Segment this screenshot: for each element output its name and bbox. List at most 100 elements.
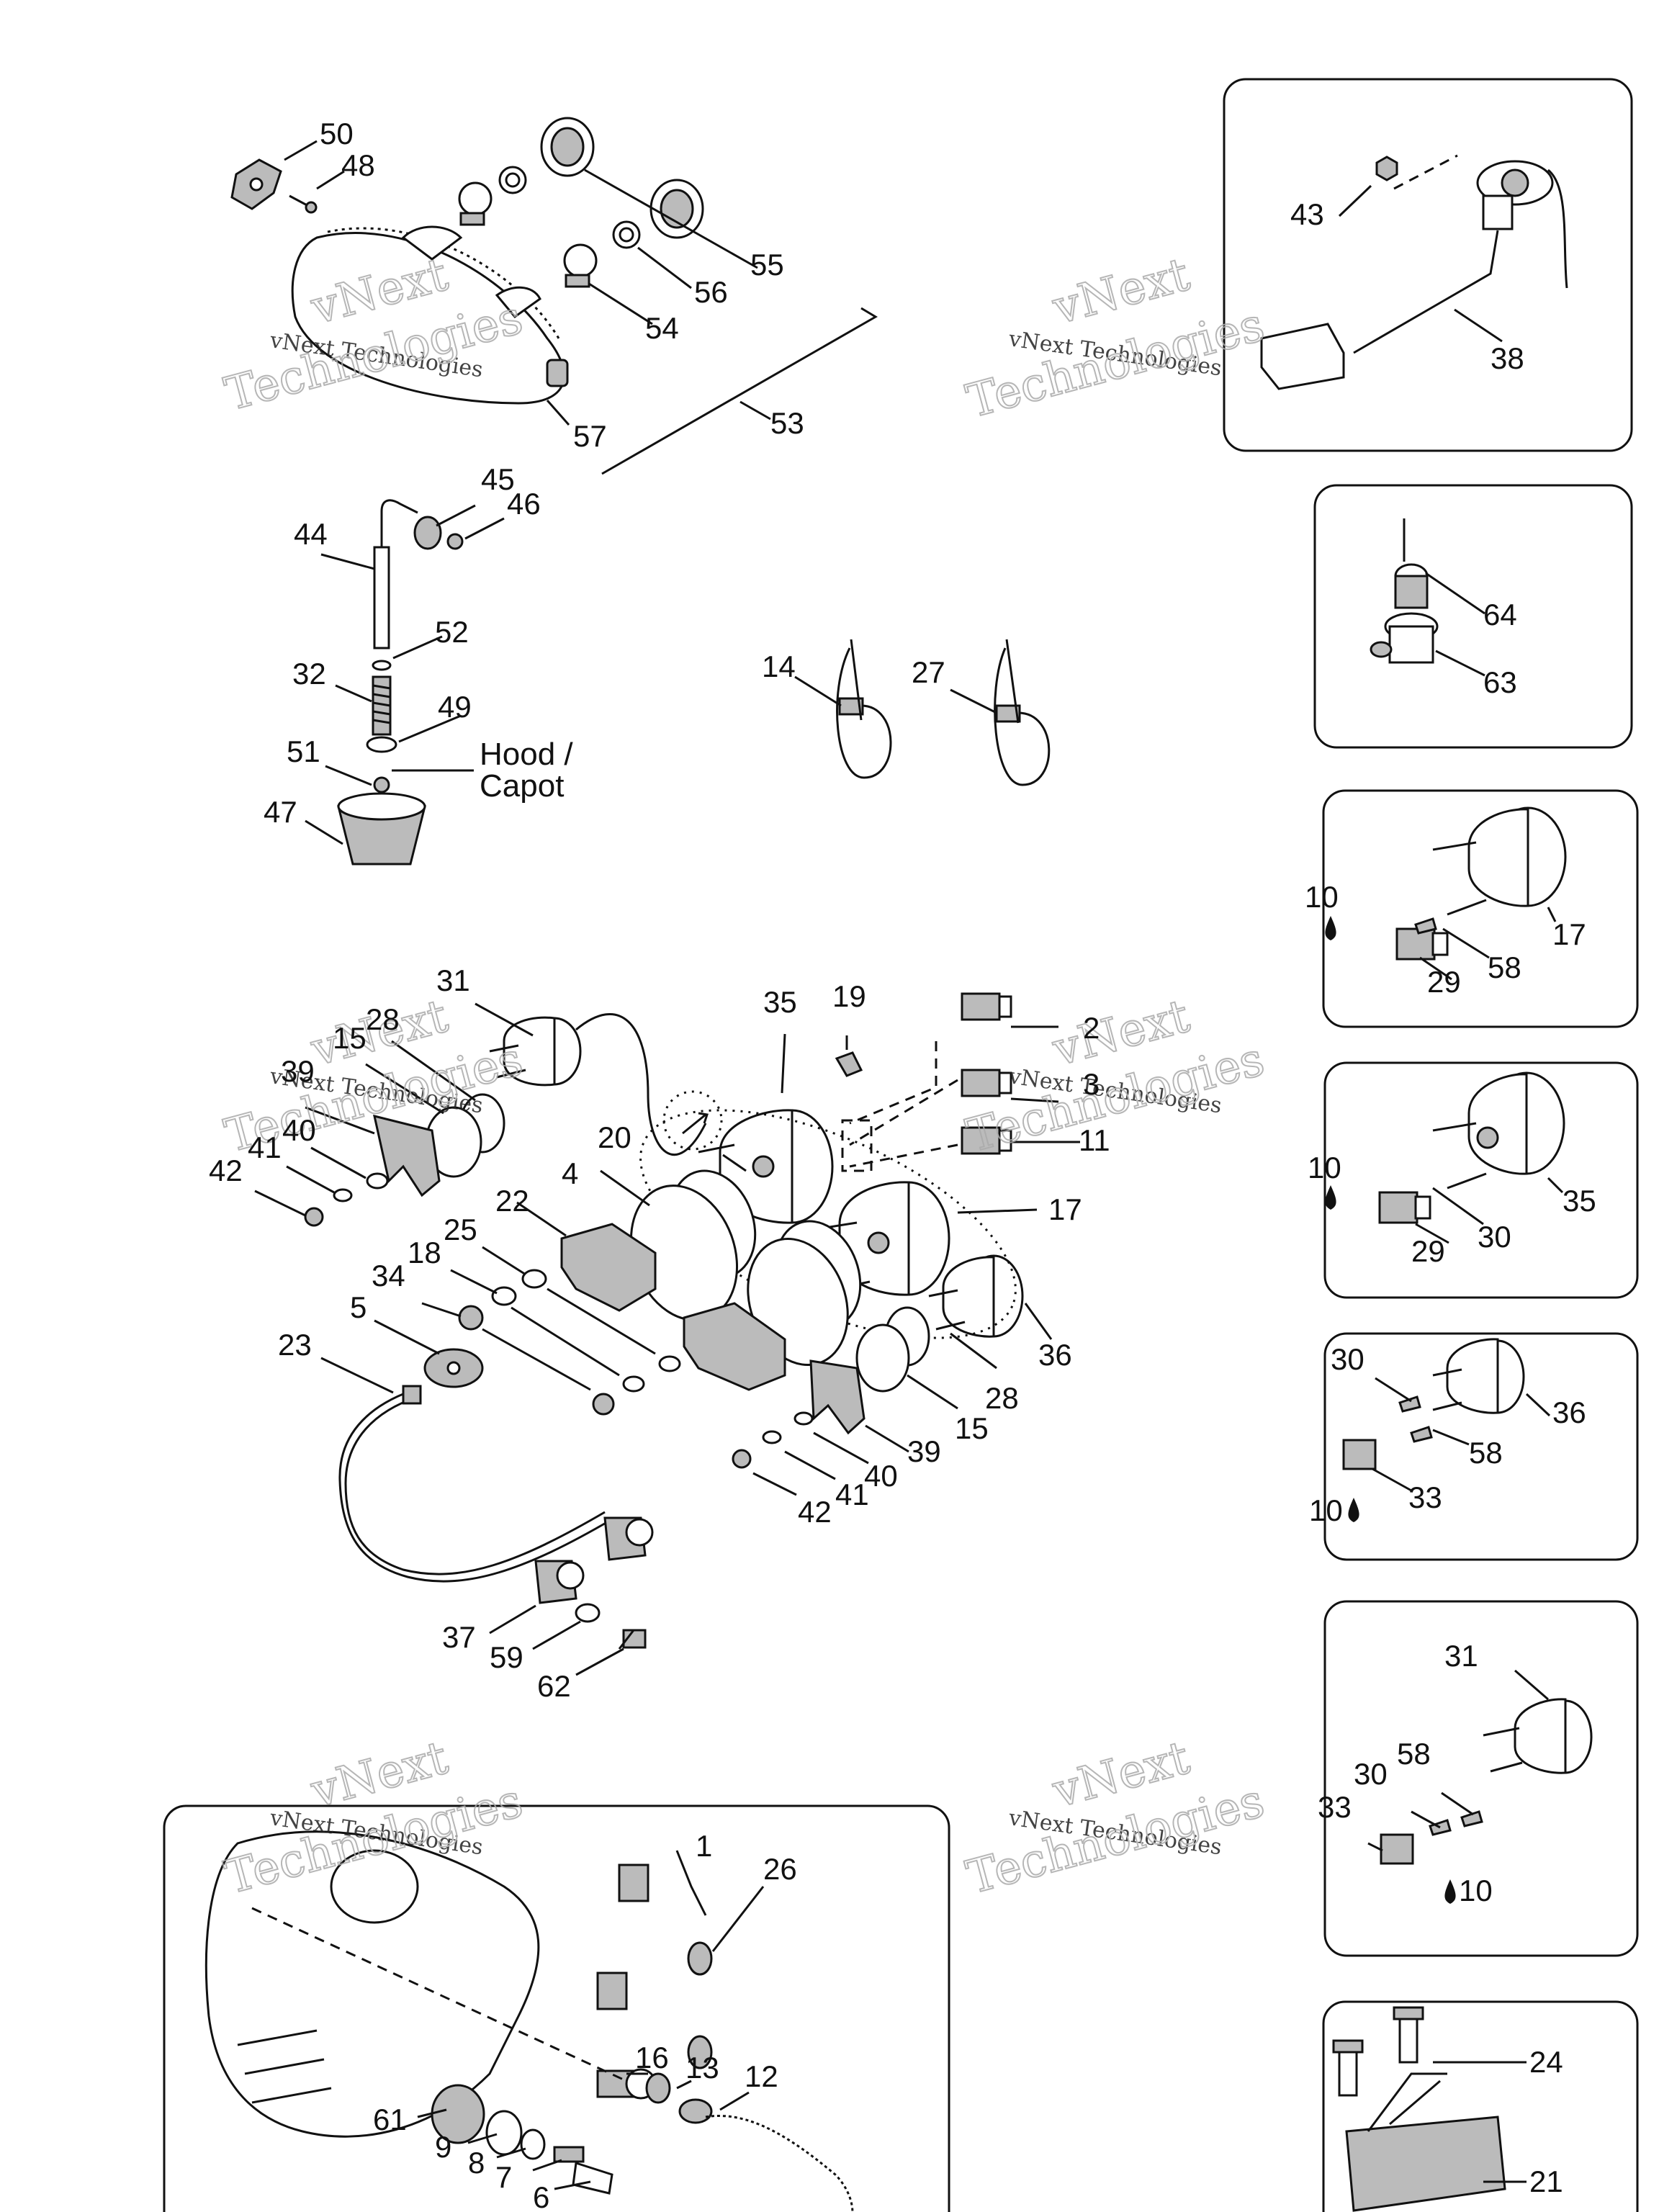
droplet-icon: [1348, 1498, 1359, 1522]
part-label: 13: [685, 2051, 719, 2085]
part-label: 12: [745, 2059, 778, 2093]
part-label: 26: [763, 1852, 797, 1886]
connector-2: [961, 992, 1012, 1021]
cable-tie-14: [836, 639, 892, 779]
headlight-assembly: [291, 225, 569, 405]
ignition-16: [596, 2068, 657, 2100]
part-label: 39: [907, 1434, 941, 1468]
sensor-5: [423, 1348, 484, 1388]
washer-25: [521, 1269, 547, 1289]
cable-23: [338, 1385, 613, 1583]
capot-label: Capot: [480, 768, 564, 804]
bulb-socket-upper: [458, 181, 493, 226]
ring-15b: [855, 1323, 910, 1393]
bulb-cap-upper: [540, 117, 595, 177]
part-label: 28: [985, 1381, 1019, 1415]
nut-42: [304, 1207, 324, 1227]
part-label: 34: [372, 1259, 405, 1292]
connector-12: [678, 2098, 713, 2124]
part-label: 8: [468, 2146, 485, 2180]
switch-64-63: [1370, 518, 1439, 664]
washer-59: [575, 1603, 601, 1623]
part-labels: 50 48 55 56 54 57 53 43 38 45 46 44 52 3…: [209, 117, 1596, 2212]
part-label: 62: [537, 1669, 571, 1703]
inset-terminal-58a: [1414, 917, 1437, 935]
part-label: 41: [248, 1130, 282, 1164]
part-label: 2: [1083, 1011, 1100, 1045]
washer-18b: [622, 1375, 645, 1393]
knob-47: [337, 792, 426, 866]
part-label: 53: [770, 406, 804, 440]
part-label: 30: [1478, 1220, 1511, 1254]
part-label: 20: [598, 1120, 631, 1154]
part-label: 17: [1048, 1192, 1082, 1226]
inset-connector-33b: [1380, 1833, 1414, 1865]
gauge-17: [820, 1181, 950, 1296]
part-label: 1: [696, 1829, 712, 1863]
nut-51: [373, 776, 390, 793]
part-label: 42: [798, 1495, 832, 1529]
inset-gauge-36: [1323, 1332, 1639, 1561]
nut-34b: [592, 1393, 615, 1416]
fuel-sender: [1260, 160, 1568, 390]
nut-34: [458, 1305, 484, 1331]
part-label: 57: [573, 419, 607, 453]
part-label: 63: [1483, 665, 1517, 699]
washer-40b: [793, 1411, 814, 1426]
nut-46: [446, 533, 464, 550]
washer-41b: [762, 1430, 782, 1444]
part-label: 35: [1563, 1184, 1596, 1218]
connector-3: [961, 1069, 1012, 1097]
part-label: 40: [282, 1113, 316, 1147]
part-label: 47: [264, 795, 297, 829]
part-label: 50: [320, 117, 354, 150]
bolt-62: [618, 1629, 647, 1650]
part-label: 36: [1038, 1338, 1072, 1372]
part-label: 15: [955, 1411, 989, 1445]
knob-26: [687, 1941, 713, 2069]
part-label: 49: [438, 690, 472, 724]
inset-gauge-31-body: [1483, 1698, 1593, 1774]
part-label: 52: [435, 615, 469, 649]
part-label: 16: [635, 2041, 669, 2074]
inset-connector-33a: [1342, 1439, 1377, 1470]
part-label: 37: [442, 1620, 476, 1654]
switch-1: [596, 1863, 649, 2010]
washer-40: [366, 1172, 389, 1190]
part-label: 40: [864, 1459, 898, 1493]
droplet-icon: [1325, 916, 1336, 940]
nut-13: [645, 2072, 671, 2104]
rod-44: [373, 499, 418, 649]
part-label: 17: [1552, 917, 1586, 951]
bolt-24b: [1393, 2006, 1424, 2064]
inset-gauge-31: [1323, 1600, 1639, 1957]
part-label: 56: [694, 275, 728, 309]
part-label: 10: [1459, 1874, 1493, 1907]
part-label: 46: [507, 487, 541, 521]
part-label: 3: [1083, 1067, 1100, 1101]
cable-tie-27: [994, 639, 1051, 786]
grommet-45: [413, 516, 442, 550]
part-label: 7: [495, 2160, 512, 2194]
part-label: 35: [763, 985, 797, 1019]
part-label: 58: [1397, 1737, 1431, 1771]
part-label: 41: [835, 1478, 869, 1511]
gauge-36: [928, 1254, 1024, 1338]
ring-8: [520, 2128, 546, 2160]
inset-switch: [1313, 484, 1633, 749]
coil-cable-12: [705, 2115, 854, 2212]
part-label: 23: [278, 1328, 312, 1362]
connector-11: [961, 1126, 1012, 1155]
part-label: 33: [1318, 1790, 1352, 1824]
bulb-socket-lower: [563, 243, 598, 288]
part-label: 25: [444, 1213, 477, 1246]
clip-37a: [534, 1560, 585, 1604]
gauge-group-outline: [639, 1109, 1017, 1339]
part-label: 29: [1427, 965, 1461, 999]
clip-37b: [603, 1516, 654, 1561]
part-label: 58: [1469, 1436, 1503, 1470]
part-label: 55: [750, 248, 784, 282]
part-label: 9: [435, 2130, 451, 2164]
droplet-icon: [1325, 1185, 1336, 1210]
